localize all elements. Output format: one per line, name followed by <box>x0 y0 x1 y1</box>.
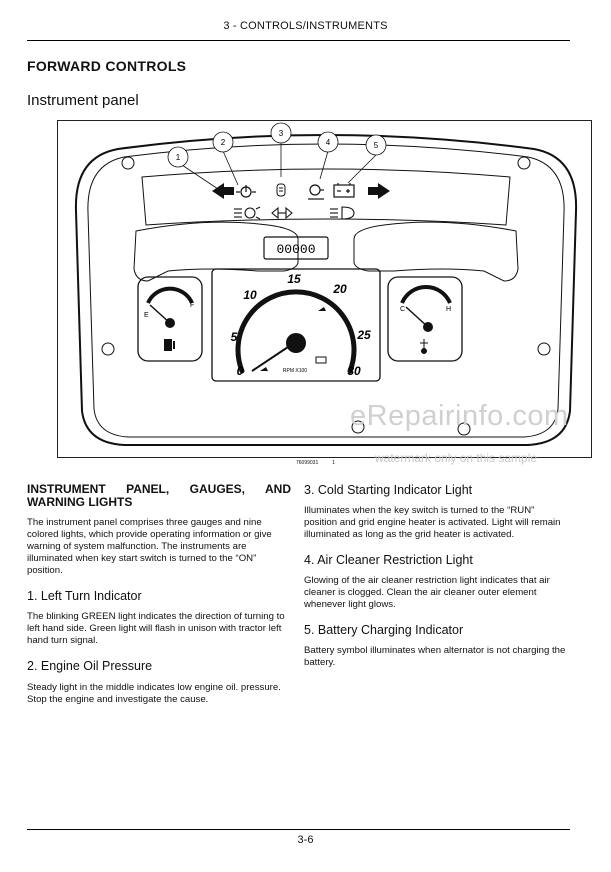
tachometer-frame <box>211 268 381 382</box>
fuel-gauge-frame <box>137 276 203 362</box>
figure-caption: 76099031 1 <box>282 460 335 466</box>
left-panel-contour <box>133 221 299 282</box>
item-title-battery: 5. Battery Charging Indicator <box>304 623 464 637</box>
header-rule <box>27 40 570 41</box>
item-title-cold-start: 3. Cold Starting Indicator Light <box>304 483 473 497</box>
thermometer-icon <box>420 339 428 354</box>
right-panel-contour <box>353 221 519 282</box>
main-heading-line1: INSTRUMENT PANEL, GAUGES, AND <box>27 482 291 496</box>
footer-rule <box>27 829 570 830</box>
tachometer-needle <box>251 342 295 372</box>
hazard-arrows-icon <box>271 206 293 220</box>
screw-icon <box>517 156 531 170</box>
tachometer-hub <box>286 333 306 353</box>
temp-cold-label: C <box>400 306 405 313</box>
tach-number-15: 15 <box>287 272 301 286</box>
tach-number-20: 20 <box>332 282 347 296</box>
low-idle-icon <box>318 307 326 311</box>
screw-icon <box>351 420 365 434</box>
warning-lights-band <box>141 168 511 226</box>
screw-icon <box>101 342 115 356</box>
temp-gauge-hub <box>423 322 433 332</box>
odometer-frame <box>263 236 329 260</box>
panel-outer-bezel <box>74 134 578 446</box>
tach-number-25: 25 <box>356 328 371 342</box>
callout-circle-5 <box>365 134 387 156</box>
watermark-note: watermark only on this sample <box>375 451 538 465</box>
callout-circle-2 <box>212 131 234 153</box>
item-title-oil-pressure: 2. Engine Oil Pressure <box>27 659 153 673</box>
fuel-full-label: F <box>190 302 194 309</box>
tractor-icon <box>260 367 268 371</box>
air-cleaner-icon <box>308 184 324 200</box>
intro-paragraph: The instrument panel comprises three gau… <box>27 517 272 576</box>
high-beam-icon <box>330 206 355 220</box>
hourmeter-icon <box>315 356 327 364</box>
fuel-gauge-arc <box>146 286 194 304</box>
item-title-air-cleaner: 4. Air Cleaner Restriction Light <box>304 553 473 567</box>
callout-label-4: 4 <box>326 138 331 147</box>
running-header: 3 - CONTROLS/INSTRUMENTS <box>223 20 388 32</box>
temp-hot-label: H <box>446 306 451 313</box>
fuel-empty-label: E <box>144 312 149 319</box>
callout-circle-4 <box>317 131 339 153</box>
tach-number-0: 0 <box>237 364 244 378</box>
battery-icon <box>333 183 355 198</box>
work-light-icon <box>234 206 261 220</box>
temp-gauge-frame <box>387 276 463 362</box>
temp-gauge-arc <box>400 285 452 304</box>
screw-icon <box>537 342 551 356</box>
fuel-gauge-hub <box>165 318 175 328</box>
callout-circle-3 <box>270 122 292 144</box>
item-text-cold-start: Illuminates when the key switch is turne… <box>304 505 561 540</box>
item-text-air-cleaner: Glowing of the air cleaner restriction l… <box>304 575 550 610</box>
screw-icon <box>457 422 471 436</box>
tach-number-5: 5 <box>231 330 238 344</box>
left-column: INSTRUMENT PANEL, GAUGES, AND WARNING LI… <box>27 483 291 706</box>
tach-number-10: 10 <box>243 288 257 302</box>
section-title: FORWARD CONTROLS <box>27 58 187 74</box>
instrument-panel-drawing: 1 2 3 4 5 <box>74 122 578 446</box>
oil-pressure-icon <box>236 185 256 198</box>
item-title-left-turn: 1. Left Turn Indicator <box>27 589 142 603</box>
figure-number: 1 <box>332 460 336 466</box>
callout-label-3: 3 <box>279 129 284 138</box>
screw-icon <box>121 156 135 170</box>
item-text-left-turn: The blinking GREEN light indicates the d… <box>27 611 285 646</box>
cold-start-icon <box>276 183 286 197</box>
tach-unit-label: RPM X100 <box>283 368 307 374</box>
callout-label-2: 2 <box>221 138 226 147</box>
odometer-readout: 00000 <box>276 242 315 257</box>
item-text-battery: Battery symbol illuminates when alternat… <box>304 645 566 668</box>
instrument-panel-figure: 1 2 3 4 5 <box>57 120 592 458</box>
tachometer-arc <box>235 289 357 374</box>
callout-label-5: 5 <box>374 141 379 150</box>
fuel-pump-icon <box>164 339 175 351</box>
right-column: 3. Cold Starting Indicator Light Illumin… <box>304 483 568 669</box>
tach-number-30: 30 <box>347 364 361 378</box>
figure-code: 76099031 <box>296 460 319 466</box>
item-text-oil-pressure: Steady light in the middle indicates low… <box>27 682 281 705</box>
callout-label-1: 1 <box>176 153 181 162</box>
subsection-title: Instrument panel <box>27 92 139 109</box>
right-turn-arrow-icon <box>368 183 390 199</box>
page-number: 3-6 <box>297 834 314 846</box>
callout-circle-1 <box>167 146 189 168</box>
main-heading-line2: WARNING LIGHTS <box>27 495 133 509</box>
watermark-brand: eRepairinfo.com <box>350 400 569 432</box>
left-turn-arrow-icon <box>212 183 234 199</box>
